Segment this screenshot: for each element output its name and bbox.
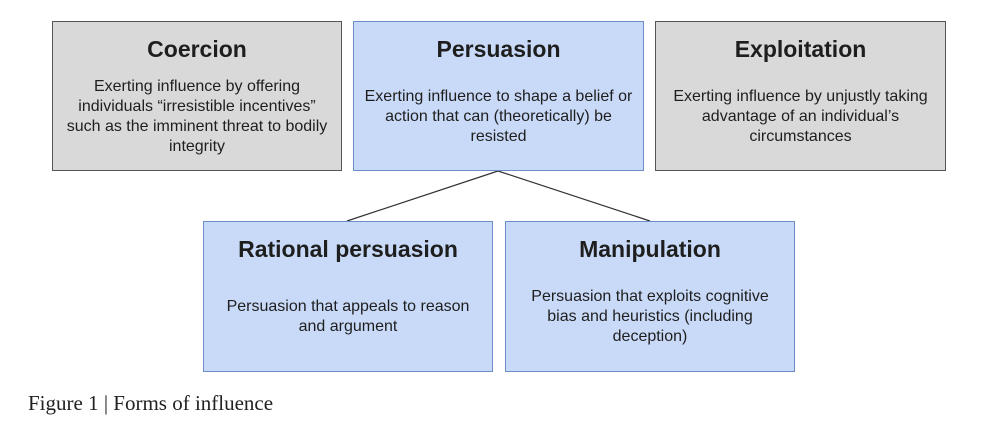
persuasion-description: Exerting influence to shape a belief or … [364,88,633,145]
exploitation-box: Exploitation Exerting influence by unjus… [655,21,946,171]
manipulation-box: Manipulation Persuasion that exploits co… [505,221,795,372]
exploitation-title: Exploitation [734,36,867,62]
coercion-box: Coercion Exerting influence by offering … [52,21,342,171]
rational-persuasion-box: Rational persuasion Persuasion that appe… [203,221,493,372]
persuasion-box: Persuasion Exerting influence to shape a… [353,21,644,171]
connector-to-manipulation [497,170,651,222]
coercion-description: Exerting influence by offering individua… [66,78,328,155]
manipulation-description: Persuasion that exploits cognitive bias … [531,288,769,345]
connector-to-rational-persuasion [346,170,499,222]
rational-persuasion-title: Rational persuasion [238,236,458,262]
manipulation-title: Manipulation [579,236,721,262]
persuasion-title: Persuasion [436,36,561,62]
coercion-title: Coercion [147,36,247,62]
exploitation-description: Exerting influence by unjustly taking ad… [673,88,928,145]
rational-persuasion-description: Persuasion that appeals to reason and ar… [226,298,470,335]
figure-caption: Figure 1 | Forms of influence [28,391,274,415]
